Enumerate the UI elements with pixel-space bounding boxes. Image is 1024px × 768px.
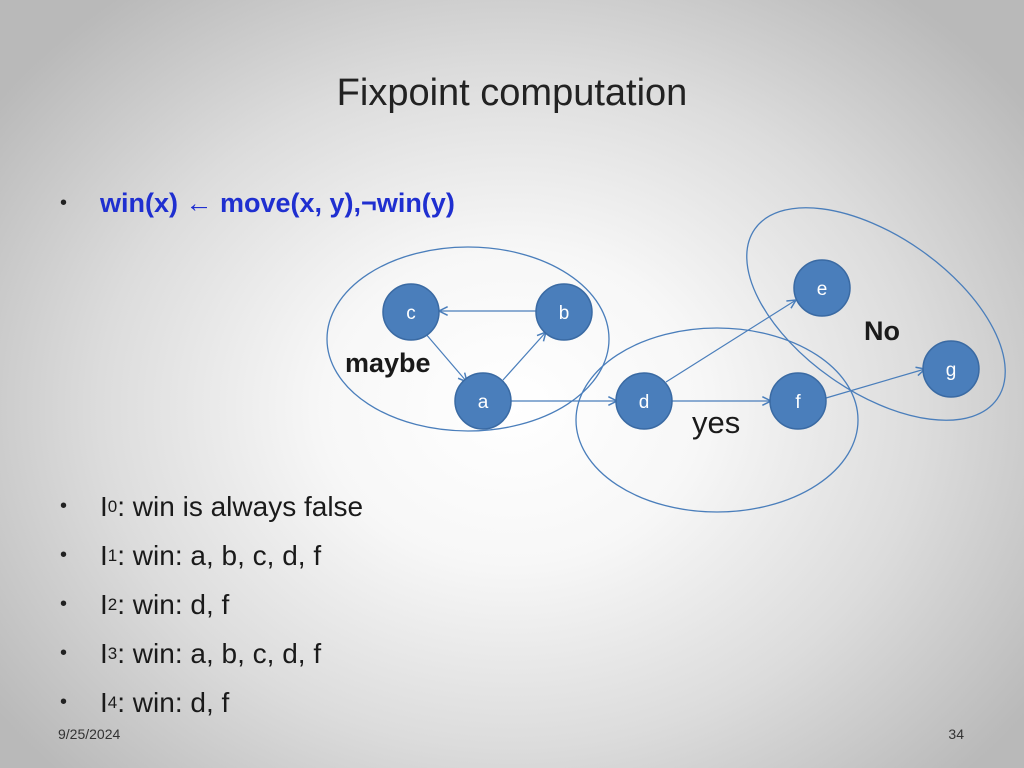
iteration-index: 0 bbox=[107, 496, 118, 516]
edge-d-e bbox=[665, 300, 796, 383]
iteration-symbol: I bbox=[100, 539, 108, 571]
bullet-icon: • bbox=[60, 495, 68, 517]
iteration-index: 3 bbox=[107, 643, 118, 663]
region-label-yes: yes bbox=[692, 405, 740, 440]
iteration-symbol: I bbox=[100, 686, 108, 718]
footer-date: 9/25/2024 bbox=[58, 726, 121, 742]
node-e: e bbox=[793, 259, 851, 317]
node-label-e: e bbox=[817, 279, 828, 300]
node-b: b bbox=[535, 283, 593, 341]
iteration-symbol: I bbox=[100, 588, 108, 620]
region-no-ellipse bbox=[746, 207, 1006, 421]
region-label-no: No bbox=[864, 316, 900, 346]
iteration-text: : win: d, f bbox=[117, 686, 230, 718]
region-maybe-ellipse bbox=[326, 246, 610, 432]
slide-title: Fixpoint computation bbox=[336, 72, 688, 114]
bullet-icon: • bbox=[60, 691, 68, 713]
iteration-index: 4 bbox=[107, 692, 118, 712]
node-c: c bbox=[382, 283, 440, 341]
iteration-text: : win: d, f bbox=[117, 588, 230, 620]
edge-f-g bbox=[825, 369, 925, 399]
bullet-icon: • bbox=[60, 192, 68, 214]
slide-number: 34 bbox=[948, 726, 964, 742]
node-label-c: c bbox=[406, 303, 416, 324]
edge-a-b bbox=[502, 332, 546, 381]
node-a: a bbox=[454, 372, 512, 430]
bullet-icon: • bbox=[60, 544, 68, 566]
rule-text: win(x) ← move(x, y),¬win(y) bbox=[100, 188, 455, 218]
node-label-f: f bbox=[795, 392, 801, 413]
iteration-text: : win: a, b, c, d, f bbox=[117, 539, 322, 571]
node-label-a: a bbox=[478, 392, 489, 413]
iteration-text: : win: a, b, c, d, f bbox=[117, 637, 322, 669]
bullet-icon: • bbox=[60, 642, 68, 664]
region-label-maybe: maybe bbox=[345, 348, 431, 378]
iteration-symbol: I bbox=[100, 490, 108, 522]
node-label-d: d bbox=[639, 392, 650, 413]
edge-c-a bbox=[424, 332, 467, 382]
node-d: d bbox=[615, 372, 673, 430]
node-label-g: g bbox=[946, 360, 957, 381]
iteration-index: 2 bbox=[107, 594, 118, 614]
rule-bullet: • win(x) ← move(x, y),¬win(y) bbox=[60, 188, 455, 219]
node-g: g bbox=[922, 340, 980, 398]
node-f: f bbox=[769, 372, 827, 430]
iteration-text: : win is always false bbox=[117, 490, 364, 522]
region-yes-ellipse bbox=[575, 327, 859, 513]
node-label-b: b bbox=[559, 303, 570, 324]
iteration-symbol: I bbox=[100, 637, 108, 669]
bullet-icon: • bbox=[60, 593, 68, 615]
iteration-index: 1 bbox=[107, 545, 118, 565]
